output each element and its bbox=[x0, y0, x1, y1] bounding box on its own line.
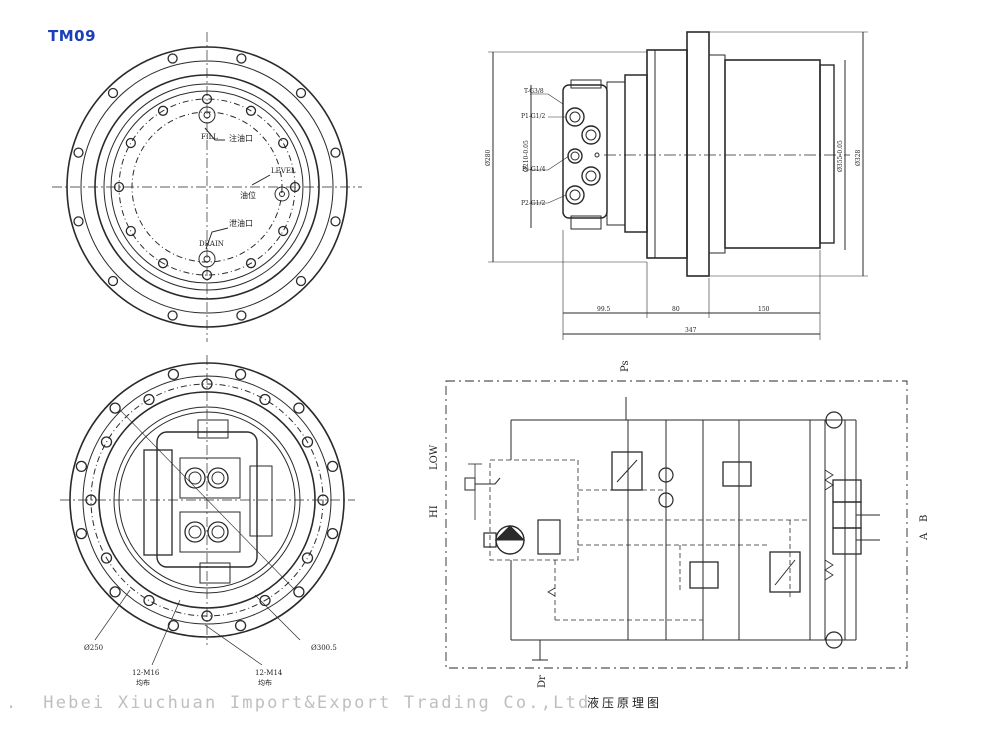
mount-bolt-hole bbox=[326, 460, 339, 473]
mounting-view bbox=[60, 355, 355, 666]
bolt-spec-1: 12-M16 bbox=[132, 669, 160, 677]
flange-bolt-hole bbox=[295, 87, 307, 99]
mount-bolt-hole bbox=[75, 460, 88, 473]
mount-bolt-hole bbox=[234, 619, 247, 632]
dim-355: Ø355-0.05 bbox=[837, 140, 844, 172]
front-view bbox=[52, 32, 362, 342]
port-dr: Dr bbox=[537, 675, 548, 688]
cover-bolt-hole bbox=[113, 181, 125, 193]
drain-label: DRAIN bbox=[199, 240, 224, 248]
cover-bolt-hole bbox=[201, 269, 213, 281]
cover-bolt-hole bbox=[157, 258, 169, 269]
side-view bbox=[488, 31, 868, 340]
schematic-caption: 液压原理图 bbox=[587, 696, 663, 710]
hydraulic-schematic bbox=[445, 380, 908, 669]
cover-bolt-hole bbox=[125, 137, 136, 149]
sprocket-bolt-hole bbox=[259, 594, 271, 607]
mount-bolt-hole bbox=[293, 402, 305, 414]
port-ps: Ps bbox=[620, 360, 631, 372]
mount-bolt-hole bbox=[75, 527, 88, 540]
flange-bolt-hole bbox=[330, 147, 341, 158]
speed-low: LOW bbox=[429, 444, 440, 470]
hydraulic-labels: Ps Dr LOW HI A B bbox=[429, 360, 930, 688]
flange-bolt-hole bbox=[295, 275, 307, 287]
cover-bolt-hole bbox=[245, 258, 257, 269]
dim-280: Ø280 bbox=[485, 149, 492, 166]
sprocket-bolt-hole bbox=[143, 393, 155, 406]
dim-347: 347 bbox=[685, 327, 697, 334]
level-label: LEVEL bbox=[271, 167, 296, 175]
flange-bolt-hole bbox=[330, 216, 341, 227]
mount-bolt-hole bbox=[167, 619, 180, 632]
mounting-view-labels: Ø250 Ø300.5 12-M16 均布 12-M14 均布 bbox=[84, 644, 337, 687]
bolt-spec-2-cn: 均布 bbox=[258, 678, 272, 687]
flange-bolt-hole bbox=[236, 53, 247, 64]
flange-bolt-hole bbox=[107, 275, 119, 287]
sprocket-bolt-hole bbox=[143, 594, 155, 607]
dim-300: Ø300.5 bbox=[311, 644, 337, 652]
side-view-labels: T-G3/8 P1-G1/2 Ps-G1/4 P2-G1/2 Ø280 Ø210… bbox=[485, 88, 862, 334]
cover-bolt-hole bbox=[278, 137, 289, 149]
dim-210: Ø210-0.05 bbox=[523, 140, 530, 172]
cover-bolt-hole bbox=[289, 181, 301, 193]
dim-99: 99.5 bbox=[597, 306, 611, 313]
port-label: T-G3/8 bbox=[524, 88, 544, 95]
sprocket-bolt-hole bbox=[259, 393, 271, 406]
sprocket-bolt-hole bbox=[100, 552, 113, 564]
model-title: TM09 bbox=[48, 27, 97, 45]
flange-bolt-hole bbox=[167, 310, 178, 321]
drain-label-cn: 泄油口 bbox=[229, 218, 253, 228]
port-label: Ps-G1/4 bbox=[522, 166, 546, 173]
bolt-spec-2: 12-M14 bbox=[255, 669, 283, 677]
level-label-cn: 油位 bbox=[240, 190, 256, 200]
speed-hi: HI bbox=[429, 505, 440, 518]
mount-bolt-hole bbox=[326, 527, 339, 540]
dim-250: Ø250 bbox=[84, 644, 103, 652]
sprocket-bolt-hole bbox=[301, 436, 314, 448]
cover-bolt-hole bbox=[201, 93, 213, 105]
dim-328: Ø328 bbox=[855, 149, 862, 166]
fill-label: FILL bbox=[201, 133, 218, 141]
bolt-spec-1-cn: 均布 bbox=[136, 678, 150, 687]
flange-bolt-hole bbox=[73, 216, 84, 227]
flange-bolt-hole bbox=[236, 310, 247, 321]
mount-bolt-hole bbox=[234, 368, 247, 381]
watermark: . Hebei Xiuchuan Import&Export Trading C… bbox=[6, 693, 591, 713]
port-a: A bbox=[919, 532, 930, 541]
dim-150: 150 bbox=[758, 306, 770, 313]
port-b: B bbox=[919, 515, 930, 522]
front-view-labels: FILL 注油口 LEVEL 油位 泄油口 DRAIN bbox=[199, 133, 296, 248]
port-label: P1-G1/2 bbox=[521, 113, 546, 120]
sprocket-bolt-hole bbox=[301, 552, 314, 564]
cover-bolt-hole bbox=[157, 105, 169, 116]
flange-bolt-hole bbox=[73, 147, 84, 158]
flange-bolt-hole bbox=[167, 53, 178, 64]
cover-bolt-hole bbox=[278, 225, 289, 237]
fill-label-cn: 注油口 bbox=[229, 133, 253, 143]
mount-bolt-hole bbox=[109, 402, 121, 414]
mount-bolt-hole bbox=[293, 586, 305, 598]
dim-80: 80 bbox=[672, 306, 680, 313]
flange-bolt-hole bbox=[107, 87, 119, 99]
mount-bolt-hole bbox=[109, 586, 121, 598]
cover-bolt-hole bbox=[245, 105, 257, 116]
port-label: P2-G1/2 bbox=[521, 200, 546, 207]
cover-bolt-hole bbox=[125, 225, 136, 237]
mount-bolt-hole bbox=[167, 368, 180, 381]
sprocket-bolt-hole bbox=[100, 436, 113, 448]
